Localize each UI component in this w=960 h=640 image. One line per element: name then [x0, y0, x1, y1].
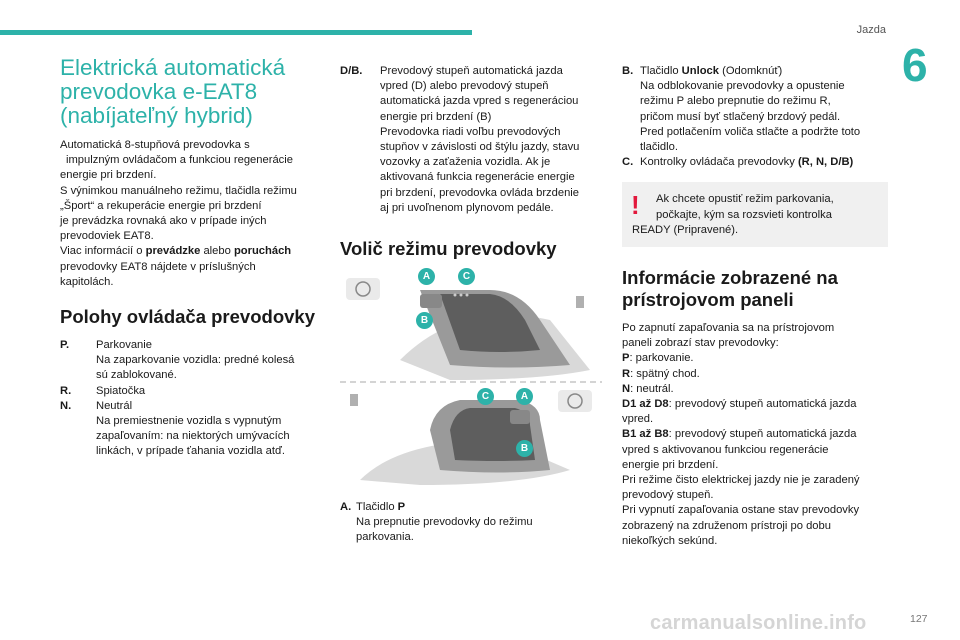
more-info-line: Viac informácií o prevádzke alebo poruch… — [60, 245, 292, 258]
gear-selector-illustration: A C B C A B — [340, 268, 602, 490]
position-db: D/B. Prevodový stupeň automatická jazda … — [340, 65, 580, 214]
watermark: carmanualsonline.info — [650, 612, 867, 634]
warning-box: ! Ak chcete opustiť režim parkovania, po… — [622, 182, 888, 248]
callout-c: C — [458, 268, 475, 286]
item-c: C. Kontrolky ovládača prevodovky (R, N, … — [622, 156, 854, 169]
state-n: N: neutrál. — [622, 382, 674, 395]
chapter-number: 6 — [902, 39, 928, 91]
position-n: N. Neutrál Na premiestnenie vozidla s vy… — [60, 399, 290, 458]
callout-a-lower: A — [516, 388, 533, 406]
callout-c-lower: C — [477, 388, 494, 406]
intro-line: energie pri brzdení. — [60, 169, 157, 182]
column-3: B. Tlačidlo Unlock (Odomknúť) Na odbloko… — [622, 64, 888, 549]
section-label: Jazda — [856, 24, 886, 36]
column-1: Elektrická automatická prevodovka e-EAT8… — [60, 56, 322, 460]
header-accent-bar — [0, 30, 472, 35]
state-p: P: parkovanie. — [622, 352, 694, 365]
position-p: P. Parkovanie Na zaparkovanie vozidla: p… — [60, 339, 295, 382]
page-title: Elektrická automatická prevodovka e-EAT8… — [60, 55, 286, 128]
positions-heading: Polohy ovládača prevodovky — [60, 306, 315, 328]
page-number: 127 — [910, 613, 928, 625]
selector-heading: Volič režimu prevodovky — [340, 238, 557, 260]
intro-line: prevodoviek EAT8. — [60, 230, 154, 243]
item-b: B. Tlačidlo Unlock (Odomknúť) Na odbloko… — [622, 65, 861, 154]
intro-line: S výnimkou manuálneho režimu, tlačidla r… — [60, 184, 297, 197]
gear-selector-drawing — [340, 278, 602, 486]
column-2: D/B. Prevodový stupeň automatická jazda … — [340, 64, 602, 546]
info-heading: Informácie zobrazené na prístrojovom pan… — [622, 267, 838, 311]
callout-a: A — [418, 268, 435, 286]
intro-line: je prevádzka rovnaká ako v prípade iných — [60, 215, 267, 228]
callout-b: B — [416, 312, 433, 330]
state-r: R: spätný chod. — [622, 367, 700, 380]
intro-line: Automatická 8-stupňová prevodovka s — [60, 139, 250, 151]
steering-wheel-icon — [346, 278, 380, 301]
intro-line: „Šport“ a rekuperácie energie pri brzden… — [60, 199, 262, 212]
state-d: D1 až D8: prevodový stupeň automatická j… — [622, 398, 857, 411]
intro-line: impulzným ovládačom a funkciou regenerác… — [66, 154, 293, 167]
intro-text: Automatická 8-stupňová prevodovka s impu… — [60, 138, 322, 290]
position-r: R. Spiatočka — [60, 384, 146, 397]
state-b: B1 až B8: prevodový stupeň automatická j… — [622, 428, 857, 441]
item-a: A. Tlačidlo P Na prepnutie prevodovky do… — [340, 501, 533, 544]
callout-b-lower: B — [516, 440, 533, 458]
warning-icon: ! — [631, 190, 640, 221]
more-info-line: kapitolách. — [60, 275, 114, 288]
more-info-line: prevodovky EAT8 nájdete v príslušných — [60, 260, 256, 273]
